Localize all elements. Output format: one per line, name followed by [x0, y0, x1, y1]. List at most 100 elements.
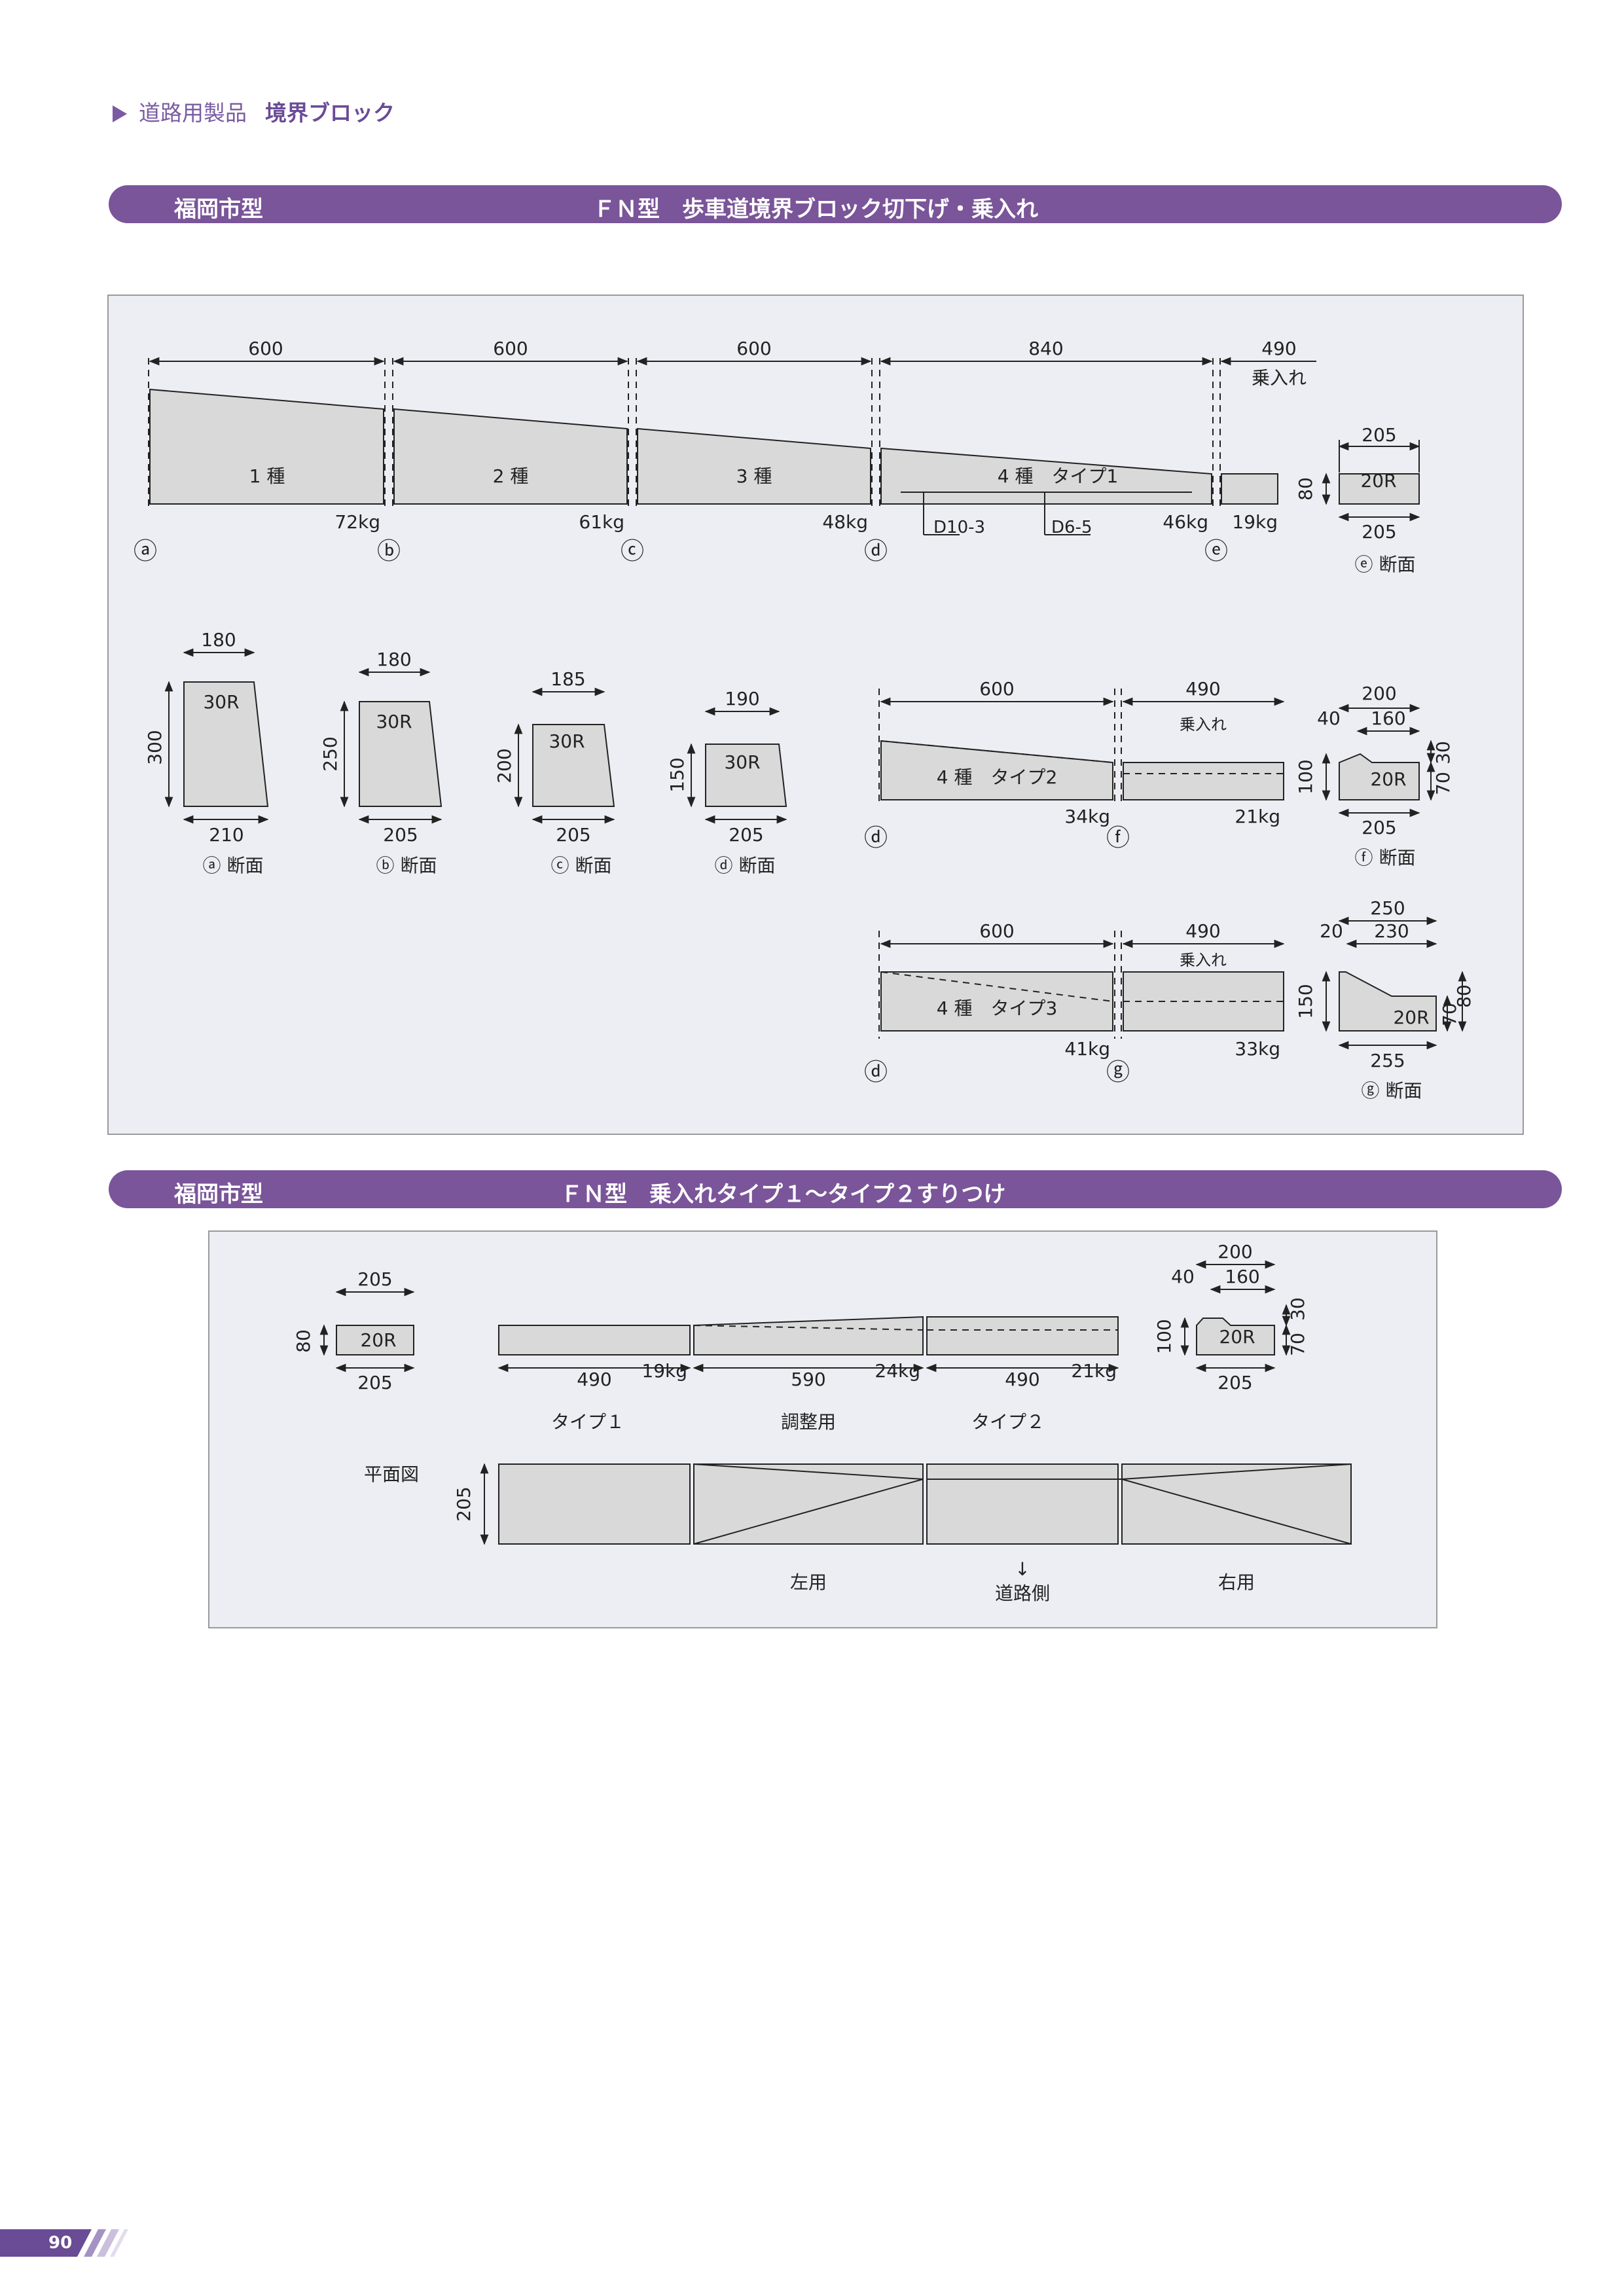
right-section-total: 200 — [1218, 1241, 1252, 1263]
drawing-1: 600 600 600 840 490 乗入れ 1 種 2 種 3 種 4 種 … — [134, 338, 1475, 1102]
section-d-bottom: 205 — [729, 824, 763, 846]
road-side: 道路側 — [995, 1583, 1050, 1604]
section-g-mid: 230 — [1374, 920, 1409, 942]
weight-1: 19kg — [641, 1360, 687, 1382]
type3-len1: 600 — [979, 920, 1014, 942]
right-section-left: 40 — [1171, 1266, 1195, 1287]
rebar-1: D10-3 — [933, 518, 985, 537]
right-section-mid: 160 — [1225, 1266, 1259, 1287]
kind-2: 2 種 — [493, 465, 529, 487]
section-header-1: 福岡市型 ＦＮ型 歩車道境界ブロック切下げ・乗入れ — [109, 185, 1562, 223]
len-1: 490 — [577, 1369, 611, 1390]
section-f-label: ⓕ 断面 — [1355, 847, 1416, 869]
section-e-label: ⓔ 断面 — [1355, 554, 1416, 575]
type2-p1: ⓓ — [864, 825, 888, 852]
section-a-bottom: 210 — [209, 824, 244, 846]
rebar-2: D6-5 — [1051, 518, 1092, 537]
section-g-right-a: 80 — [1453, 984, 1475, 1008]
right-section-radius: 20R — [1219, 1326, 1255, 1348]
section-c-radius: 30R — [549, 730, 585, 752]
dim-length-3: 600 — [736, 338, 771, 359]
section-g-label: ⓖ 断面 — [1362, 1080, 1422, 1102]
right-section-low-h: 70 — [1287, 1333, 1308, 1356]
left-section-top: 205 — [357, 1268, 392, 1290]
left-section-height: 80 — [293, 1329, 314, 1353]
section-a-radius: 30R — [203, 691, 239, 713]
type2-len1: 600 — [979, 678, 1014, 700]
type3-len2: 490 — [1185, 920, 1220, 942]
point-d: ⓓ — [864, 538, 888, 565]
page-number: 90 — [48, 2233, 73, 2253]
right-use: 右用 — [1218, 1571, 1255, 1593]
section-b-top: 180 — [376, 649, 411, 670]
section-title: ＦＮ型 乗入れタイプ１～タイプ２すりつけ — [560, 1181, 1006, 1208]
section-f-radius: 20R — [1370, 768, 1406, 790]
kind-1: 1 種 — [249, 465, 285, 487]
breadcrumb-current: 境界ブロック — [265, 100, 395, 126]
type-adjust: 調整用 — [781, 1411, 836, 1433]
section-f-bottom: 205 — [1362, 817, 1396, 838]
section-c-height: 200 — [494, 748, 515, 783]
section-city: 福岡市型 — [174, 1181, 263, 1208]
left-section-bottom: 205 — [357, 1372, 392, 1393]
play-arrow-icon — [113, 105, 127, 122]
section-a-height: 300 — [144, 730, 166, 764]
section-g-bottom: 255 — [1370, 1050, 1405, 1071]
section-f-top-h: 30 — [1432, 741, 1454, 764]
section-header-2: 福岡市型 ＦＮ型 乗入れタイプ１～タイプ２すりつけ — [109, 1170, 1562, 1208]
weight-4: 46kg — [1163, 511, 1208, 533]
section-e-bottom: 205 — [1362, 521, 1396, 543]
kind-4: 4 種 タイプ1 — [998, 465, 1119, 487]
type-2: タイプ２ — [971, 1411, 1045, 1433]
section-d-height: 150 — [666, 757, 688, 792]
section-e-top: 205 — [1362, 424, 1396, 446]
type2-w2: 21kg — [1235, 806, 1280, 827]
section-g-total: 250 — [1370, 897, 1405, 919]
type-1: タイプ１ — [551, 1411, 624, 1433]
dim-length-5: 490 — [1261, 338, 1296, 359]
page-tab-shape — [0, 2229, 128, 2257]
section-f-left: 40 — [1317, 708, 1341, 729]
section-e-height: 80 — [1295, 477, 1316, 501]
breadcrumb: 道路用製品境界ブロック — [113, 96, 395, 127]
dim-length-1: 600 — [248, 338, 283, 359]
section-title: ＦＮ型 歩車道境界ブロック切下げ・乗入れ — [593, 196, 1038, 223]
kind-3: 3 種 — [736, 465, 772, 487]
left-section-radius: 20R — [360, 1329, 396, 1351]
point-e: ⓔ — [1204, 538, 1228, 565]
type2-w1: 34kg — [1064, 806, 1110, 827]
weight-1: 72kg — [334, 511, 380, 533]
type2-norire: 乗入れ — [1180, 715, 1227, 734]
section-d-label: ⓓ 断面 — [715, 855, 776, 876]
type3-w2: 33kg — [1235, 1038, 1280, 1060]
section-b-label: ⓑ 断面 — [376, 855, 437, 876]
section-d-radius: 30R — [724, 751, 760, 773]
type3-norire: 乗入れ — [1180, 951, 1227, 969]
plan-label: 平面図 — [364, 1463, 419, 1485]
page-number-tab: 90 — [0, 2229, 128, 2257]
drawing-2: 205 205 20R 80 490 590 490 タイプ１ 調整用 タイプ２… — [293, 1241, 1352, 1604]
section-g-height: 150 — [1295, 984, 1316, 1018]
weight-2: 24kg — [875, 1360, 920, 1382]
breadcrumb-category: 道路用製品 — [139, 100, 247, 126]
right-section-height: 100 — [1153, 1319, 1175, 1354]
road-arrow: ↓ — [1015, 1558, 1030, 1580]
type2-len2: 490 — [1185, 678, 1220, 700]
drawing-panel-1: 600 600 600 840 490 乗入れ 1 種 2 種 3 種 4 種 … — [107, 295, 1524, 1135]
section-b-height: 250 — [319, 736, 341, 771]
type3-w1: 41kg — [1064, 1038, 1110, 1060]
section-f-height: 100 — [1295, 759, 1316, 794]
dim-length-4: 840 — [1028, 338, 1063, 359]
section-c-label: ⓒ 断面 — [551, 855, 612, 876]
right-section-top-h: 30 — [1287, 1297, 1308, 1321]
section-d-top: 190 — [725, 688, 759, 709]
plan-width: 205 — [453, 1486, 475, 1521]
type3-name: 4 種 タイプ3 — [937, 997, 1058, 1019]
section-a-label: ⓐ 断面 — [203, 855, 264, 876]
section-g-left: 20 — [1320, 920, 1343, 942]
section-b-bottom: 205 — [383, 824, 418, 846]
section-f-mid: 160 — [1371, 708, 1405, 729]
section-f-total: 200 — [1362, 683, 1396, 704]
drawing-panel-2: 205 205 20R 80 490 590 490 タイプ１ 調整用 タイプ２… — [208, 1230, 1437, 1628]
section-g-right-b: 70 — [1439, 1003, 1460, 1026]
